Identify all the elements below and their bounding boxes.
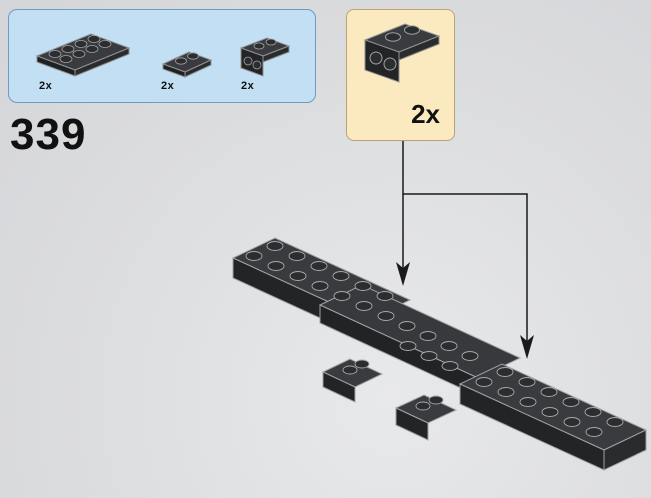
arrow-icon: [396, 262, 410, 286]
arrow-icon: [520, 335, 534, 359]
part-qty: 2x: [241, 80, 255, 92]
step-number: 339: [10, 110, 87, 159]
studs: [245, 241, 624, 437]
sub-step-callout: 2x: [346, 9, 455, 141]
bracket-icon: [363, 23, 441, 83]
part-qty: 2x: [161, 80, 175, 92]
callout-qty: 2x: [411, 99, 440, 129]
part-qty: 2x: [39, 80, 53, 92]
plate-1x2-icon: [161, 51, 213, 78]
bracket-icon: [239, 37, 291, 77]
plate-2x4-icon: [35, 33, 131, 77]
parts-list-panel: 2x 2x 2x: [8, 9, 316, 103]
